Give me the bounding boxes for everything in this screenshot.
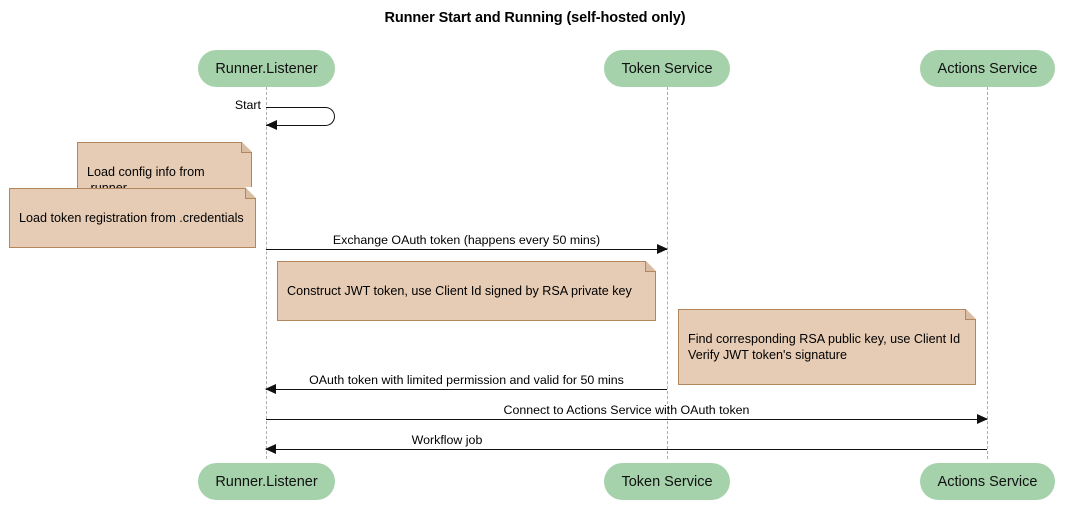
- arrowhead-left-icon: [265, 383, 276, 394]
- message-oauth-token-returned[interactable]: OAuth token with limited permission and …: [265, 358, 667, 394]
- message-exchange-oauth-token[interactable]: Exchange OAuth token (happens every 50 m…: [266, 218, 668, 254]
- note-dogear-icon: [645, 260, 657, 272]
- arrowhead-left-icon: [266, 120, 277, 130]
- participant-label: Actions Service: [937, 473, 1038, 490]
- participant-actions-top[interactable]: Actions Service: [920, 50, 1055, 87]
- arrowhead-right-icon: [657, 243, 668, 254]
- message-line: [266, 389, 667, 390]
- message-label: Workflow job: [411, 433, 483, 447]
- participant-token-bottom[interactable]: Token Service: [604, 463, 730, 500]
- participant-label: Token Service: [621, 473, 713, 490]
- self-loop-path: [266, 107, 335, 126]
- note-text: Construct JWT token, use Client Id signe…: [287, 284, 632, 298]
- note-dogear-icon: [241, 141, 253, 153]
- arrowhead-right-icon: [977, 413, 988, 424]
- note-text: Find corresponding RSA public key, use C…: [688, 332, 961, 362]
- note-verify-jwt: Find corresponding RSA public key, use C…: [678, 308, 977, 385]
- message-line: [266, 449, 987, 450]
- participant-runner-bottom[interactable]: Runner.Listener: [198, 463, 335, 500]
- message-label: Connect to Actions Service with OAuth to…: [503, 403, 750, 417]
- message-label: Start: [234, 98, 261, 112]
- participant-label: Runner.Listener: [215, 60, 318, 77]
- note-dogear-icon: [245, 187, 257, 199]
- message-workflow-job[interactable]: Workflow job: [265, 418, 987, 454]
- message-line: [266, 249, 667, 250]
- message-line: [266, 419, 987, 420]
- lifeline-token: [667, 87, 668, 459]
- participant-token-top[interactable]: Token Service: [604, 50, 730, 87]
- message-connect-actions[interactable]: Connect to Actions Service with OAuth to…: [266, 388, 988, 424]
- note-dogear-icon: [965, 308, 977, 320]
- participant-label: Token Service: [621, 60, 713, 77]
- arrowhead-left-icon: [265, 443, 276, 454]
- participant-label: Runner.Listener: [215, 473, 318, 490]
- lifeline-runner: [266, 87, 267, 459]
- diagram-title: Runner Start and Running (self-hosted on…: [384, 10, 686, 26]
- note-construct-jwt: Construct JWT token, use Client Id signe…: [277, 260, 657, 321]
- message-label: OAuth token with limited permission and …: [309, 373, 624, 387]
- message-label: Exchange OAuth token (happens every 50 m…: [332, 233, 601, 247]
- lifeline-actions: [987, 87, 988, 459]
- note-load-credentials: Load token registration from .credential…: [9, 187, 257, 248]
- participant-label: Actions Service: [937, 60, 1038, 77]
- note-text: Load token registration from .credential…: [19, 211, 244, 225]
- participant-actions-bottom[interactable]: Actions Service: [920, 463, 1055, 500]
- participant-runner-top[interactable]: Runner.Listener: [198, 50, 335, 87]
